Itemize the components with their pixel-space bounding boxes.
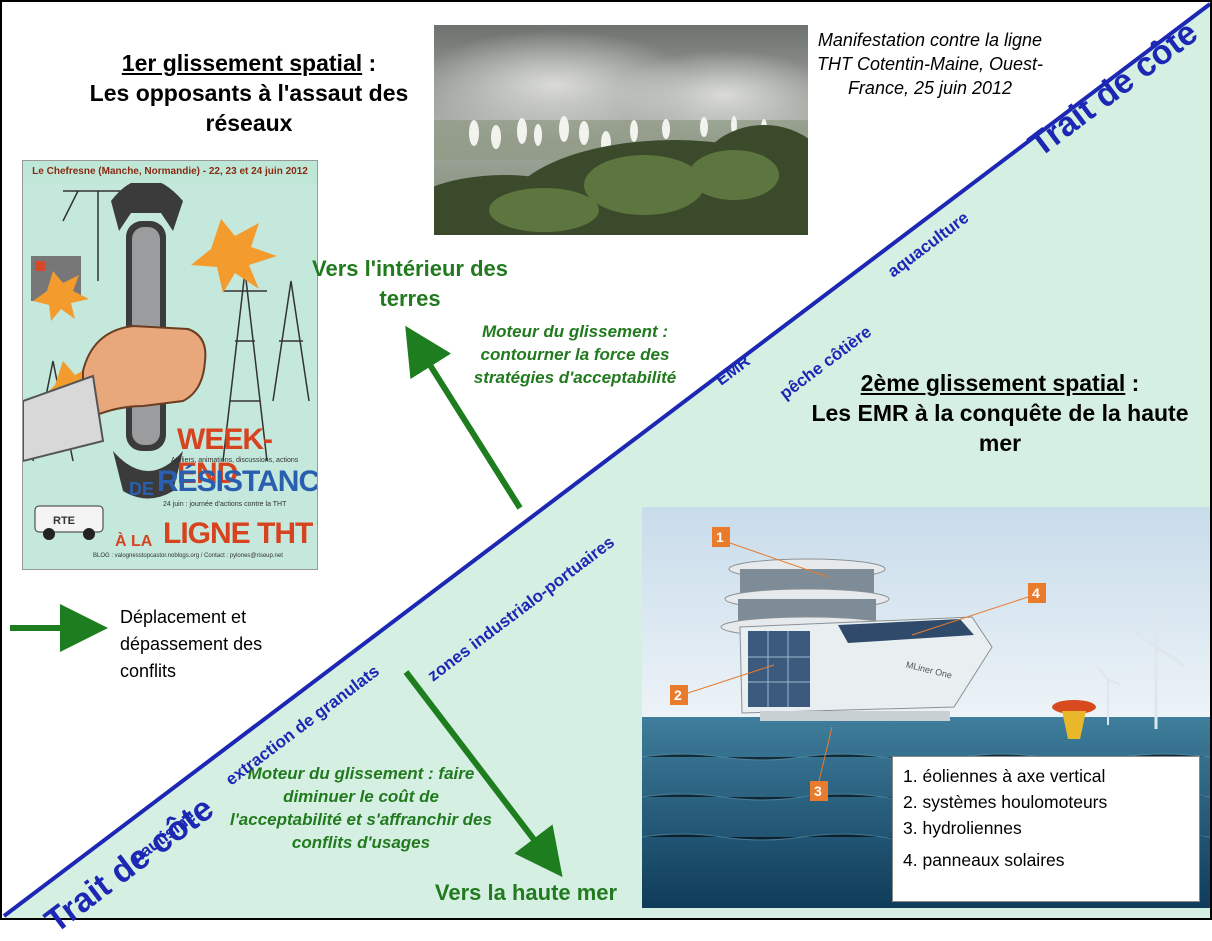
outer-frame	[0, 0, 1212, 920]
poster-de: DE	[129, 479, 155, 499]
platform-legend-item: 1. éoliennes à axe vertical	[903, 766, 1106, 786]
offshore-heading: Vers la haute mer	[434, 880, 618, 905]
second-shift-colon: :	[1125, 370, 1140, 396]
poster-resistance: RÉSISTANCE	[157, 465, 318, 498]
callout-3: 3	[814, 783, 822, 799]
second-shift-subtitle: Les EMR à la conquête de la haute mer	[811, 400, 1189, 456]
poster-ligne: LIGNE THT	[163, 517, 313, 550]
platform-legend-item: 3. hydroliennes	[903, 818, 1022, 838]
inland-driver: Moteur du glissement : contourner la for…	[473, 322, 677, 387]
poster-week-end-sub: Ateliers, animations, discussions, actio…	[171, 457, 299, 464]
platform-legend-item: 2. systèmes houlomoteurs	[903, 792, 1108, 812]
poster-week-end: WEEK-END	[177, 423, 273, 490]
first-shift-colon: :	[362, 50, 377, 76]
platform-legend-item: 4. panneaux solaires	[903, 850, 1065, 870]
poster-footer: BLOG : valognesstopcastor.noblogs.org / …	[93, 553, 283, 559]
coastline-line	[2, 2, 1212, 918]
second-shift-title: 2ème glissement spatial : Les EMR à la c…	[800, 368, 1200, 458]
callout-1: 1	[716, 529, 724, 545]
protest-photo	[434, 25, 808, 235]
second-shift-heading: 2ème glissement spatial	[860, 370, 1126, 396]
inland-heading: Vers l'intérieur des terres	[312, 256, 508, 311]
callout-2: 2	[674, 687, 682, 703]
poster-truck-label: RTE	[53, 515, 75, 527]
resistance-poster: Le Chefresne (Manche, Normandie) - 22, 2…	[22, 160, 318, 570]
platform-legend: 1. éoliennes à axe vertical 2. systèmes …	[892, 756, 1200, 902]
photo-caption: Manifestation contre la ligne THT Cotent…	[816, 30, 1044, 98]
first-shift-title: 1er glissement spatial : Les opposants à…	[74, 48, 424, 138]
poster-header: Le Chefresne (Manche, Normandie) - 22, 2…	[23, 161, 317, 183]
poster-june24: 24 juin : journée d'actions contre la TH…	[163, 501, 287, 508]
first-shift-heading: 1er glissement spatial	[121, 50, 363, 76]
poster-a-la: À LA	[115, 533, 153, 550]
callout-4: 4	[1032, 585, 1040, 601]
first-shift-subtitle: Les opposants à l'assaut des réseaux	[89, 80, 409, 136]
legend-label: Déplacement et dépassement des conflits	[120, 607, 263, 681]
